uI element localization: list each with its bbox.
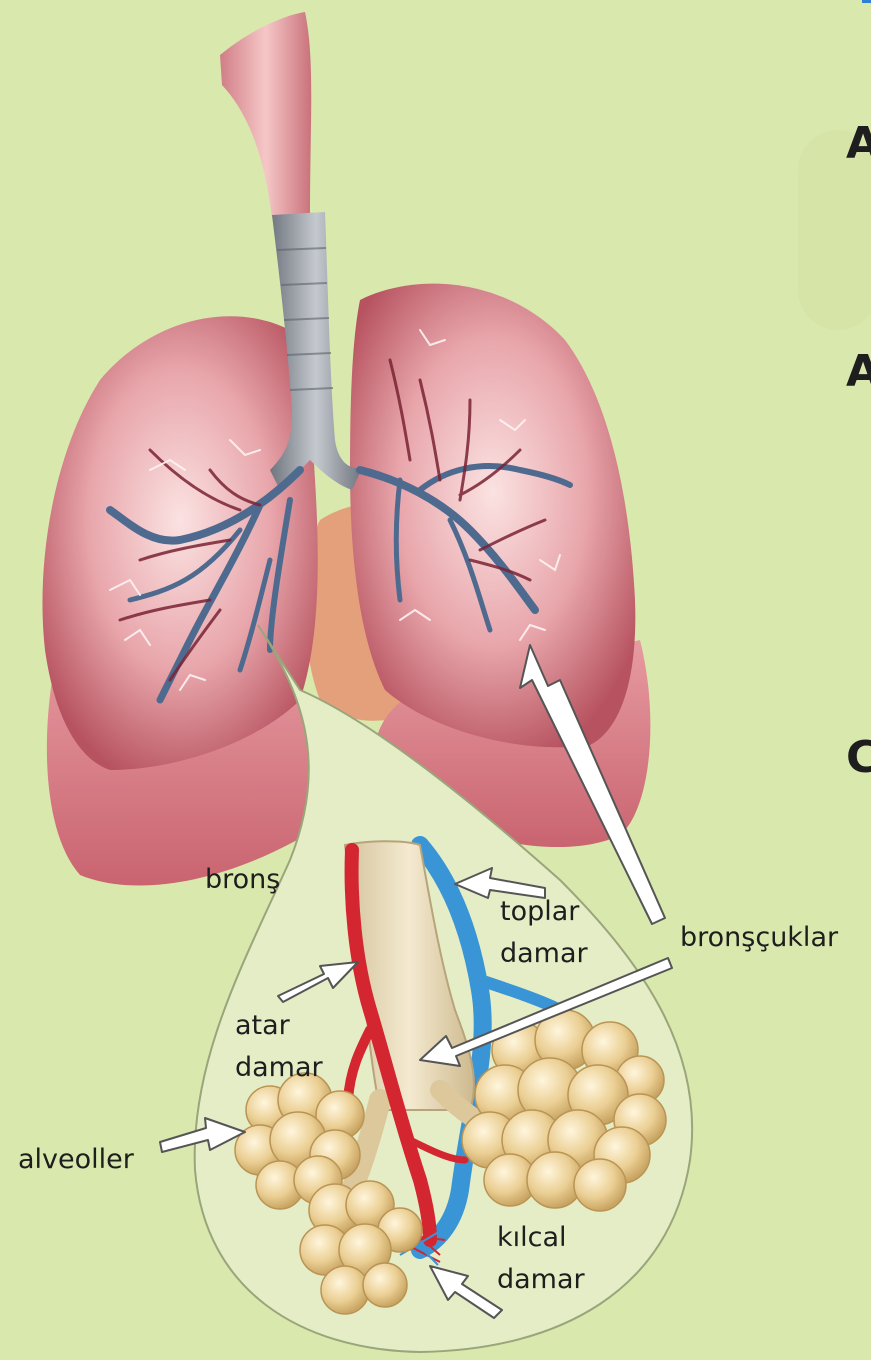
label-capillary-line2: damar xyxy=(497,1264,585,1296)
edge-letter-1: A xyxy=(846,122,871,166)
label-vein-line1: toplar xyxy=(500,896,579,928)
edge-letter-3: C xyxy=(846,736,871,780)
label-capillary-line1: kılcal xyxy=(497,1222,567,1254)
label-bronchioles: bronşçuklar xyxy=(680,922,838,954)
larynx xyxy=(220,12,311,218)
label-bronch: bronş xyxy=(205,864,280,896)
right-lung xyxy=(350,284,635,748)
label-vein-line2: damar xyxy=(500,938,588,970)
label-artery-line2: damar xyxy=(235,1052,323,1084)
label-artery-line1: atar xyxy=(235,1010,290,1042)
label-alveoli: alveoller xyxy=(18,1144,134,1176)
edge-letter-2: A xyxy=(846,350,871,394)
